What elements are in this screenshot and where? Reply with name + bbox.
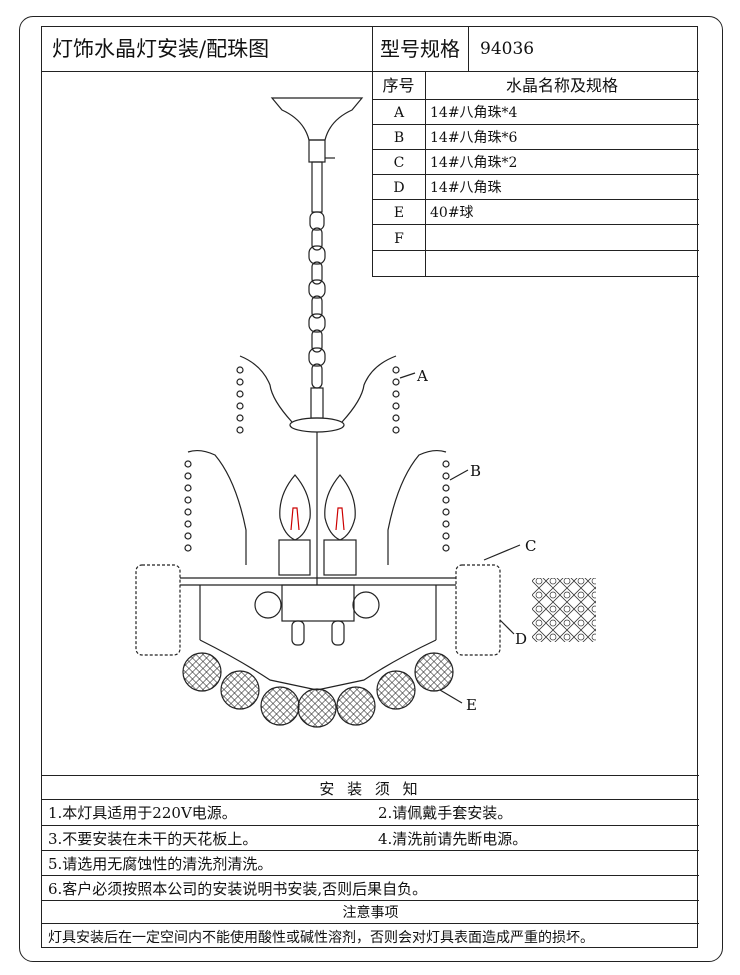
bead-strand-a bbox=[236, 366, 400, 434]
ceiling-canopy bbox=[270, 97, 364, 141]
table-row-code: F bbox=[394, 231, 404, 247]
outer-frame bbox=[19, 16, 723, 962]
upper-arm-left bbox=[239, 355, 293, 423]
notice-item-6: 6.客户必须按照本公司的安装说明书安装,否则后果自负。 bbox=[48, 880, 428, 898]
table-row-spec: 14#八角珠 bbox=[430, 180, 502, 196]
notice-item-5: 5.请选用无腐蚀性的清洗剂清洗。 bbox=[48, 855, 273, 873]
model-label: 型号规格 bbox=[380, 37, 460, 61]
notice-row-line bbox=[42, 923, 699, 924]
table-header-spec: 水晶名称及规格 bbox=[505, 76, 618, 95]
drawing-title: 灯饰水晶灯安装/配珠图 bbox=[52, 37, 270, 61]
notice-row-line bbox=[42, 799, 699, 800]
table-row-code: C bbox=[393, 155, 405, 171]
notice-item-2: 2.请佩戴手套安装。 bbox=[378, 804, 513, 822]
crystal-balls bbox=[182, 652, 454, 728]
table-row-line bbox=[372, 99, 699, 100]
notice-row-line bbox=[42, 875, 699, 876]
caution-title: 注意事项 bbox=[342, 905, 399, 921]
upper-arm-right bbox=[341, 355, 397, 423]
drawing-sheet: 灯饰水晶灯安装/配珠图 型号规格 94036 序号 水晶名称及规格 A 14#八… bbox=[41, 26, 699, 948]
candle-sleeve-right bbox=[323, 539, 357, 576]
callout-b: B bbox=[470, 462, 481, 480]
bead-strand-b bbox=[184, 460, 450, 552]
notice-title: 安 装 须 知 bbox=[319, 780, 422, 798]
table-row-code: A bbox=[393, 105, 405, 121]
notice-row-line bbox=[42, 825, 699, 826]
lower-arm-right bbox=[387, 449, 447, 565]
table-row-code: E bbox=[393, 205, 405, 221]
table-row-line bbox=[372, 199, 699, 200]
table-col-divider bbox=[425, 71, 426, 276]
table-row-code: D bbox=[393, 180, 405, 196]
center-body bbox=[281, 584, 355, 622]
side-panel-left bbox=[135, 564, 181, 656]
table-row-line bbox=[372, 250, 699, 251]
notice-row-line bbox=[42, 900, 699, 901]
notice-top-line bbox=[42, 775, 699, 776]
caution-text: 灯具安装后在一定空间内不能使用酸性或碱性溶剂，否则会对灯具表面造成严重的损坏。 bbox=[48, 930, 594, 946]
table-row-spec: 14#八角珠*4 bbox=[430, 105, 518, 121]
notice-item-1: 1.本灯具适用于220V电源。 bbox=[48, 804, 237, 822]
table-header-seq: 序号 bbox=[382, 76, 415, 95]
lower-arm-left bbox=[187, 449, 247, 565]
bead-swag bbox=[199, 639, 437, 691]
table-row-spec: 40#球 bbox=[430, 205, 474, 221]
table-row-line bbox=[372, 174, 699, 175]
notice-item-3: 3.不要安装在未干的天花板上。 bbox=[48, 830, 258, 848]
callout-c: C bbox=[525, 537, 536, 555]
bead-mesh-detail bbox=[532, 578, 596, 642]
callout-d: D bbox=[515, 630, 527, 648]
callout-e: E bbox=[466, 696, 477, 714]
table-row-spec: 14#八角珠*6 bbox=[430, 130, 518, 146]
model-divider bbox=[468, 27, 469, 71]
table-row-code: B bbox=[393, 130, 405, 146]
upper-disc bbox=[289, 417, 345, 433]
model-number: 94036 bbox=[480, 39, 535, 59]
side-panel-right bbox=[455, 564, 501, 656]
table-bottom-line bbox=[372, 276, 699, 277]
table-row-line bbox=[372, 224, 699, 225]
hanging-chain bbox=[308, 161, 326, 389]
notice-item-4: 4.清洗前请先断电源。 bbox=[378, 830, 528, 848]
title-divider bbox=[372, 27, 373, 276]
table-row-spec: 14#八角珠*2 bbox=[430, 155, 518, 171]
candle-sleeve-left bbox=[278, 539, 311, 576]
header-divider bbox=[42, 71, 699, 72]
callout-a: A bbox=[416, 367, 428, 385]
chain-coupler bbox=[310, 387, 324, 419]
notice-row-line bbox=[42, 850, 699, 851]
table-row-line bbox=[372, 124, 699, 125]
canopy-neck bbox=[308, 139, 326, 163]
table-row-line bbox=[372, 149, 699, 150]
